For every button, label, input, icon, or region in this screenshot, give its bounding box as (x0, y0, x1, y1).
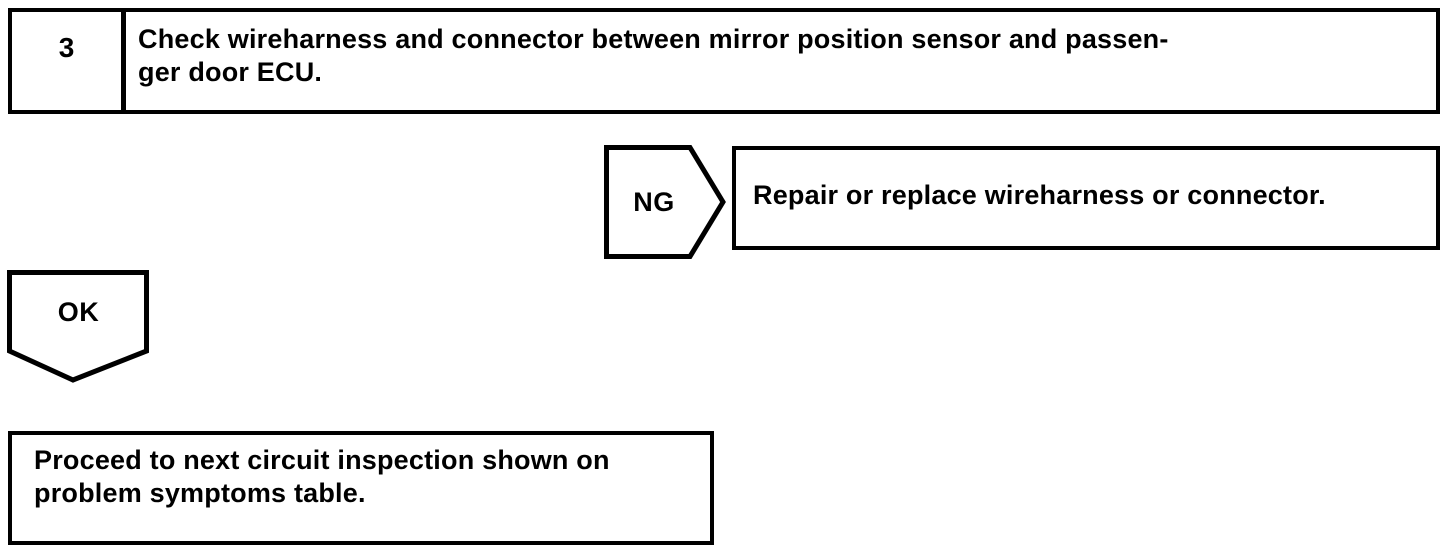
ng-result-text: Repair or replace wireharness or connect… (753, 179, 1326, 210)
step-instruction: Check wireharness and connector between … (126, 12, 1436, 110)
ng-pentagon-icon (604, 145, 726, 259)
instruction-line: ger door ECU. (138, 57, 323, 87)
ok-pentagon-icon (7, 270, 149, 383)
step-box: 3 Check wireharness and connector betwee… (8, 8, 1440, 114)
ng-connector: NG (604, 145, 726, 259)
step-number-cell: 3 (12, 12, 126, 110)
instruction-line: Check wireharness and connector between … (138, 24, 1169, 54)
next-step-line: Proceed to next circuit inspection shown… (34, 445, 610, 475)
ng-label: NG (633, 186, 675, 217)
next-step-box: Proceed to next circuit inspection shown… (8, 431, 714, 545)
next-step-line: problem symptoms table. (34, 478, 366, 508)
ok-label: OK (57, 296, 100, 327)
ok-connector: OK (7, 270, 150, 384)
step-number: 3 (58, 32, 75, 63)
ng-result-box: Repair or replace wireharness or connect… (732, 146, 1440, 250)
